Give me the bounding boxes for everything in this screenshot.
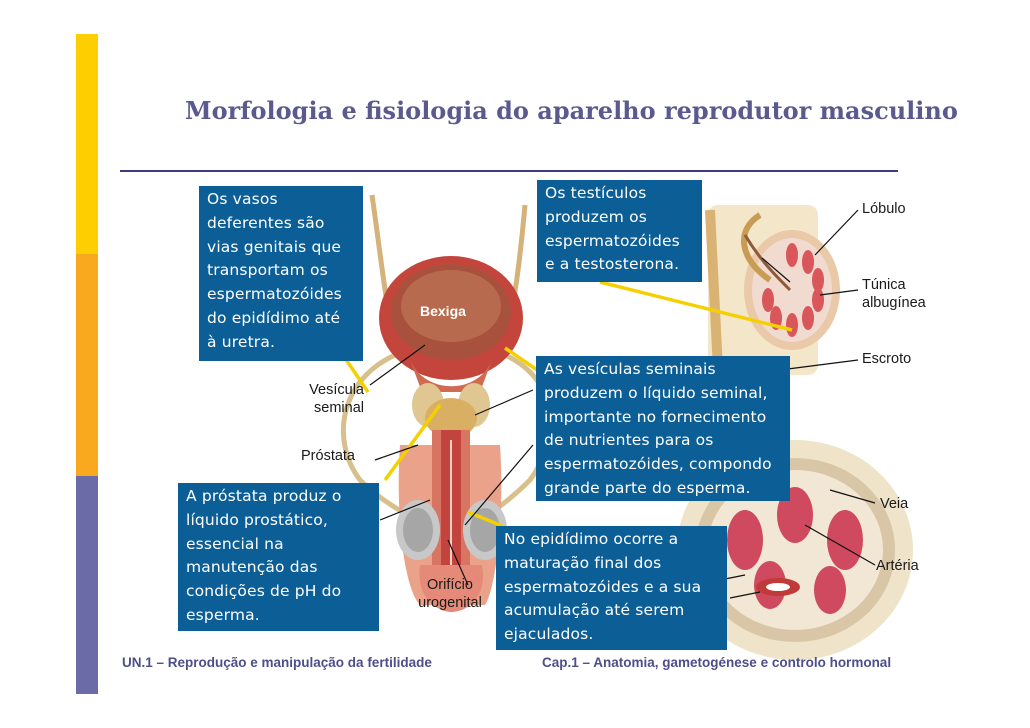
- label-tunica-line2: albugínea: [862, 294, 926, 312]
- box-testiculos: Os testículos produzem os espermatozóide…: [537, 180, 702, 282]
- box-vasos-line: Os vasos: [207, 188, 357, 212]
- box-testiculos-line: e a testosterona.: [545, 253, 696, 277]
- box-vesiculas-line: produzem o líquido seminal,: [544, 382, 784, 406]
- box-testiculos-line: espermatozóides: [545, 230, 696, 254]
- box-vasos-deferentes: Os vasos deferentes são vias genitais qu…: [199, 186, 363, 361]
- box-prostata-line: A próstata produz o: [186, 485, 373, 509]
- box-vasos-line: do epidídimo até: [207, 307, 357, 331]
- box-vasos-line: à uretra.: [207, 331, 357, 355]
- box-epididimo-line: maturação final dos: [504, 552, 721, 576]
- label-lobulo: Lóbulo: [862, 200, 906, 218]
- box-vasos-line: transportam os: [207, 259, 357, 283]
- box-epididimo-line: acumulação até serem: [504, 599, 721, 623]
- box-vesiculas-line: As vesículas seminais: [544, 358, 784, 382]
- box-epididimo: No epidídimo ocorre a maturação final do…: [496, 526, 727, 650]
- box-prostata-line: líquido prostático,: [186, 509, 373, 533]
- label-veia: Veia: [880, 495, 908, 513]
- label-arteria: Artéria: [876, 557, 919, 575]
- label-orificio-line2: urogenital: [411, 594, 489, 612]
- label-prostata: Próstata: [301, 447, 355, 465]
- label-orificio-urogenital: Orifício urogenital: [411, 576, 489, 612]
- label-orificio-line1: Orifício: [411, 576, 489, 594]
- label-bexiga: Bexiga: [420, 303, 466, 319]
- footer-left: UN.1 – Reprodução e manipulação da ferti…: [122, 655, 432, 670]
- testis-section-drawing: [708, 205, 840, 375]
- box-vasos-line: espermatozóides: [207, 283, 357, 307]
- box-testiculos-line: Os testículos: [545, 182, 696, 206]
- label-escroto: Escroto: [862, 350, 911, 368]
- box-vesiculas-line: de nutrientes para os: [544, 429, 784, 453]
- box-vesiculas-line: importante no fornecimento: [544, 406, 784, 430]
- box-epididimo-line: espermatozóides e a sua: [504, 576, 721, 600]
- box-prostata-line: condições de pH do: [186, 580, 373, 604]
- box-epididimo-line: ejaculados.: [504, 623, 721, 647]
- label-tunica-albuginea: Túnica albugínea: [862, 276, 926, 312]
- box-vesiculas-seminais: As vesículas seminais produzem o líquido…: [536, 356, 790, 501]
- label-vesicula-line2: seminal: [298, 399, 364, 417]
- box-prostata-line: essencial na: [186, 533, 373, 557]
- footer-right: Cap.1 – Anatomia, gametogénese e control…: [542, 655, 891, 670]
- box-prostata-line: esperma.: [186, 604, 373, 628]
- box-prostata: A próstata produz o líquido prostático, …: [178, 483, 379, 631]
- box-prostata-line: manutenção das: [186, 556, 373, 580]
- label-vesicula-line1: Vesícula: [298, 381, 364, 399]
- box-vasos-line: vias genitais que: [207, 236, 357, 260]
- label-tunica-line1: Túnica: [862, 276, 926, 294]
- box-epididimo-line: No epidídimo ocorre a: [504, 528, 721, 552]
- box-testiculos-line: produzem os: [545, 206, 696, 230]
- box-vasos-line: deferentes são: [207, 212, 357, 236]
- box-vesiculas-line: grande parte do esperma.: [544, 477, 784, 501]
- box-vesiculas-line: espermatozóides, compondo: [544, 453, 784, 477]
- label-vesicula-seminal: Vesícula seminal: [298, 381, 364, 417]
